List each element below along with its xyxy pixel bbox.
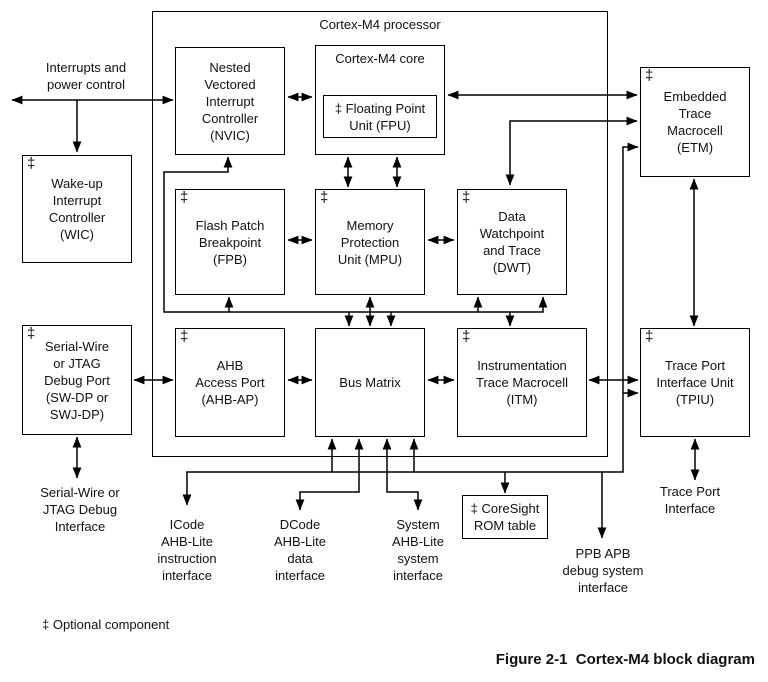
dcode-interface-label: DCode AHB-Lite data interface — [273, 517, 327, 583]
optional-component-note: ‡ Optional component — [42, 617, 170, 632]
nvic-label: Nested Vectored Interrupt Controller (NV… — [201, 59, 259, 143]
fpb-label: Flash Patch Breakpoint (FPB) — [195, 217, 265, 267]
optional-marker: ‡ — [27, 325, 36, 342]
dwt-label: Data Watchpoint and Trace (DWT) — [479, 209, 545, 275]
tpiu-box: ‡ Trace Port Interface Unit (TPIU) — [640, 328, 750, 437]
itm-box: ‡ Instrumentation Trace Macrocell (ITM) — [457, 328, 587, 437]
mpu-box: ‡ Memory Protection Unit (MPU) — [315, 189, 425, 295]
coresight-rom-box: ‡ CoreSight ROM table — [462, 495, 548, 539]
swdp-box: ‡ Serial-Wire or JTAG Debug Port (SW-DP … — [22, 325, 132, 435]
ahbap-box: ‡ AHB Access Port (AHB-AP) — [175, 328, 285, 437]
swdp-label: Serial-Wire or JTAG Debug Port (SW-DP or… — [44, 338, 110, 422]
interrupts-power-label: Interrupts and power control — [45, 60, 127, 92]
processor-title: Cortex-M4 processor — [319, 17, 441, 32]
system-interface-label: System AHB-Lite system interface — [391, 517, 445, 583]
core-title: Cortex-M4 core — [335, 51, 425, 66]
nvic-box: Nested Vectored Interrupt Controller (NV… — [175, 47, 285, 155]
dwt-box: ‡ Data Watchpoint and Trace (DWT) — [457, 189, 567, 295]
optional-marker: ‡ — [27, 155, 36, 172]
busmatrix-label: Bus Matrix — [339, 375, 401, 390]
tpiu-label: Trace Port Interface Unit (TPIU) — [656, 358, 734, 407]
fpb-box: ‡ Flash Patch Breakpoint (FPB) — [175, 189, 285, 295]
icode-interface-label: ICode AHB-Lite instruction interface — [157, 517, 217, 583]
trace-port-interface-label: Trace Port Interface — [659, 484, 721, 516]
ahbap-label: AHB Access Port (AHB-AP) — [195, 358, 265, 407]
etm-box: ‡ Embedded Trace Macrocell (ETM) — [640, 67, 750, 177]
swd-jtag-interface-label: Serial-Wire or JTAG Debug Interface — [40, 485, 120, 534]
itm-label: Instrumentation Trace Macrocell (ITM) — [476, 358, 568, 407]
fpu-box: ‡ Floating Point Unit (FPU) — [323, 95, 437, 138]
fpu-label: ‡ Floating Point Unit (FPU) — [334, 100, 426, 133]
optional-marker: ‡ — [645, 67, 654, 84]
wic-box: ‡ Wake-up Interrupt Controller (WIC) — [22, 155, 132, 263]
busmatrix-box: Bus Matrix — [315, 328, 425, 437]
coresight-rom-label: ‡ CoreSight ROM table — [470, 501, 540, 533]
etm-label: Embedded Trace Macrocell (ETM) — [663, 89, 727, 155]
wic-label: Wake-up Interrupt Controller (WIC) — [48, 176, 106, 242]
figure-caption: Figure 2-1 Cortex-M4 block diagram — [495, 651, 755, 668]
ppb-apb-interface-label: PPB APB debug system interface — [562, 546, 644, 595]
mpu-label: Memory Protection Unit (MPU) — [337, 217, 403, 267]
optional-marker: ‡ — [645, 328, 654, 345]
